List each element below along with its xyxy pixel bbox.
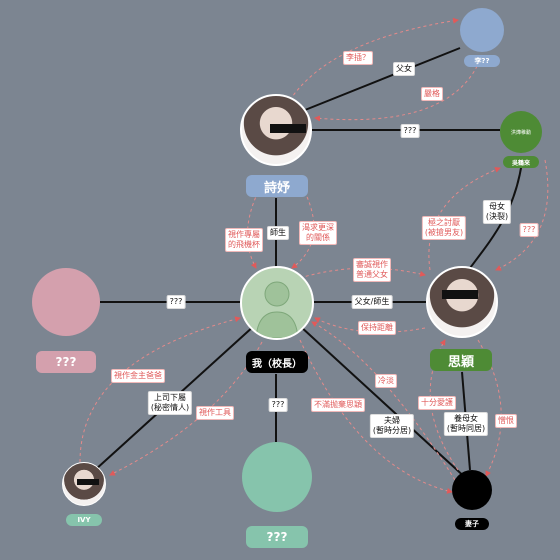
edge-center-wife xyxy=(299,325,469,481)
arrow-shihyu-to-top xyxy=(289,17,459,101)
arrow-siying-to-green xyxy=(428,167,501,271)
green-small-caption: 洪燁稚勳 xyxy=(510,129,531,136)
green-small-circle[interactable]: 洪燁稚勳 xyxy=(500,111,542,153)
green-small-label: 吳鶴來 xyxy=(503,156,539,168)
bottom-circle[interactable] xyxy=(242,442,312,512)
top-node-label: 李?? xyxy=(464,55,500,67)
note-ivy-to-center: 視作金主爸爸 xyxy=(111,369,165,383)
note-center-to-ivy: 視作工具 xyxy=(196,406,234,420)
shihyu-name-badge: 詩妤 xyxy=(246,175,308,197)
label-center-bottom: ??? xyxy=(268,398,288,412)
edge-top-shihyu xyxy=(299,47,461,113)
ivy-photo[interactable] xyxy=(62,462,106,506)
note-shihyu-to-center-b: 渴求更深 的關係 xyxy=(299,221,337,245)
censor-bar xyxy=(442,290,478,299)
note-center-to-wife: 不滿抛棄思穎 xyxy=(311,398,365,412)
arrow-green-to-siying xyxy=(495,159,549,271)
note-wife-to-siying: 十分愛護 xyxy=(418,396,456,410)
label-center-siying: 父女/師生 xyxy=(351,295,393,309)
note-wife-to-center: 冷淡 xyxy=(375,374,397,388)
pink-left-label: ??? xyxy=(36,351,96,373)
note-green-to-siying: ??? xyxy=(519,223,539,237)
note-center-to-siying: 審誠視作 普通父女 xyxy=(353,258,391,282)
shihyu-photo[interactable] xyxy=(240,94,312,166)
label-pink-center: ??? xyxy=(166,295,186,309)
label-siying-wife: 養母女 (暫時同居) xyxy=(443,412,489,436)
wife-label: 妻子 xyxy=(455,518,489,530)
label-center-wife: 夫婦 (暫時分居) xyxy=(369,414,415,438)
arrow-center-to-ivy xyxy=(109,341,263,476)
note-top-to-shihyu: 嚴格 xyxy=(421,87,443,101)
label-top-shihyu: 父女 xyxy=(393,62,415,76)
arrow-top-to-shihyu xyxy=(314,54,483,122)
top-node-circle[interactable] xyxy=(460,8,504,52)
label-shihyu-center: 師生 xyxy=(267,226,289,240)
siying-photo[interactable] xyxy=(426,266,498,338)
label-center-ivy: 上司下屬 (秘密情人) xyxy=(147,391,193,415)
note-shihyu-to-center-a: 視作專屬 的飛機杯 xyxy=(225,228,263,252)
pink-left-circle[interactable] xyxy=(32,268,100,336)
center-name-badge: 我（校長） xyxy=(246,351,308,373)
arrow-ivy-to-center xyxy=(79,316,241,463)
label-shihyu-green: ??? xyxy=(400,124,420,138)
bottom-label: ??? xyxy=(246,526,308,548)
person-silhouette-icon xyxy=(255,281,299,338)
label-green-siying: 母女 (決裂) xyxy=(482,200,512,224)
censor-bar xyxy=(270,124,306,133)
siying-name-badge: 思穎 xyxy=(430,349,492,371)
note-shihyu-to-top: 李插？ xyxy=(343,51,373,65)
ivy-label: IVY xyxy=(66,514,102,526)
censor-bar xyxy=(77,479,99,485)
arrow-center-to-wife xyxy=(299,339,453,494)
wife-circle[interactable] xyxy=(452,470,492,510)
center-avatar[interactable] xyxy=(240,266,314,340)
note-siying-to-green: 極之討厭 (被搶男友) xyxy=(421,216,467,240)
note-siying-to-wife: 憎恨 xyxy=(495,414,517,428)
note-siying-to-center: 保持距離 xyxy=(358,321,396,335)
